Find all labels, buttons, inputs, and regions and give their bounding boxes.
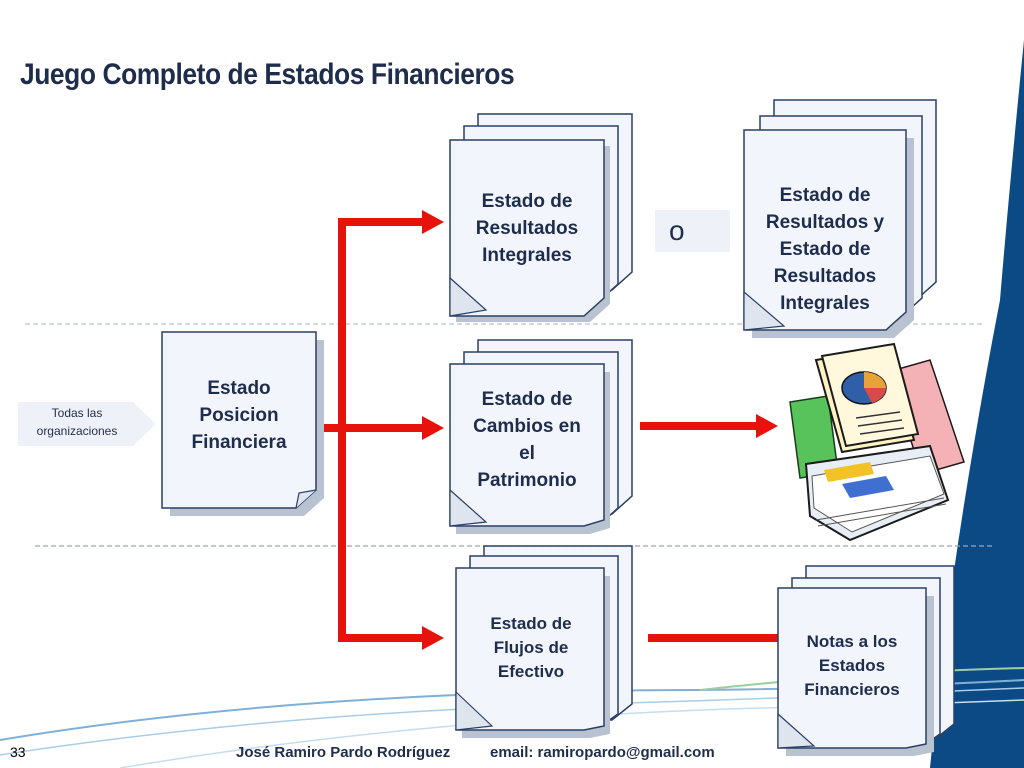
- connector-arrows: [318, 210, 780, 650]
- or-label: o: [655, 210, 730, 252]
- doc-posicion-label: Estado Posicion Financiera: [191, 377, 287, 453]
- doc-posicion-shape: [161, 331, 324, 516]
- doc-resultados-label: Estado de Resultados Integrales: [475, 190, 579, 266]
- doc-resultados-alt-label: Estado de Resultados y Estado de Resulta…: [765, 184, 885, 314]
- doc-notas-stack: [777, 565, 955, 756]
- doc-cambios-stack: [449, 339, 633, 534]
- doc-resultados-stack: [449, 113, 633, 322]
- callout-line-2: organizaciones: [36, 424, 118, 438]
- doc-resultados-alt-stack: [743, 99, 937, 338]
- footer-author: José Ramiro Pardo Rodríguez: [236, 744, 451, 761]
- callout-label: Todas las organizaciones: [18, 402, 136, 444]
- callout-arrow-shape: [18, 402, 156, 446]
- doc-flujos-stack: [455, 545, 633, 738]
- slide-title: Juego Completo de Estados Financieros: [20, 58, 515, 91]
- callout-line-1: Todas las: [51, 406, 103, 420]
- footer-email: email: ramiropardo@gmail.com: [490, 744, 715, 761]
- doc-flujos-label: Estado de Flujos de Efectivo: [490, 614, 572, 681]
- doc-notas-label: Notas a los Estados Financieros: [804, 632, 900, 699]
- doc-cambios-label: Estado de Cambios en el Patrimonio: [473, 389, 581, 491]
- reports-clipart-icon: [789, 342, 965, 542]
- page-number: 33: [10, 744, 26, 760]
